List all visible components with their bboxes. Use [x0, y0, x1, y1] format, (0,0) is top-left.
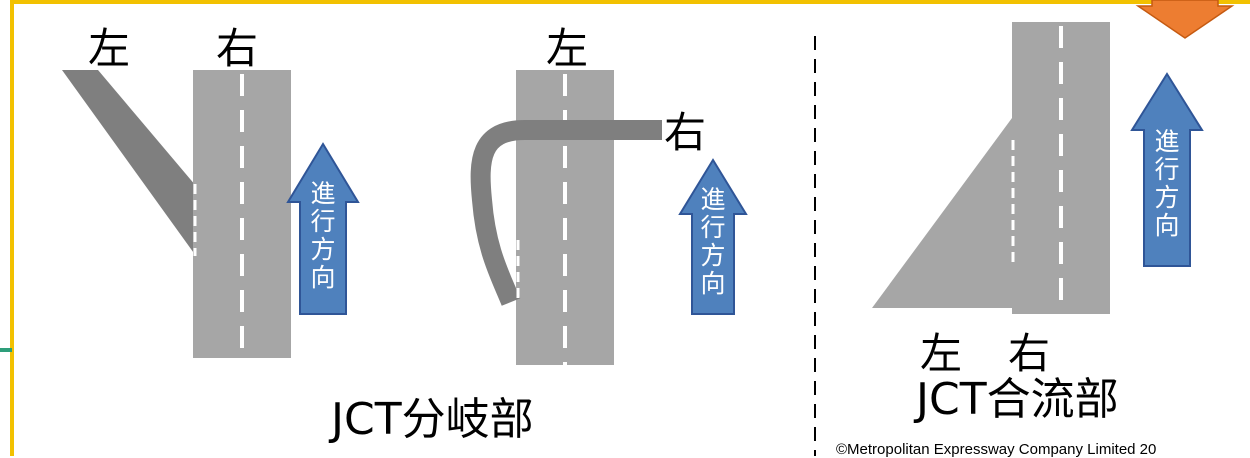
yellow-frame — [10, 0, 1250, 456]
copyright-notice: ©Metropolitan Expressway Company Limited… — [836, 441, 1157, 458]
direction-label-1: 進 行 方 向 — [310, 179, 336, 292]
branch-title: JCT分岐部 — [331, 394, 534, 445]
direction-arrow-2 — [678, 158, 748, 315]
left-label-3: 左 — [920, 329, 963, 378]
direction-arrow-1 — [286, 142, 360, 315]
merge-title: JCT合流部 — [916, 374, 1119, 425]
corner-down-arrow — [1135, 0, 1235, 39]
right-label-1: 右 — [216, 24, 259, 73]
direction-arrow-3 — [1130, 72, 1204, 267]
left-branch-ramp — [62, 70, 196, 256]
left-label-2: 左 — [546, 24, 589, 73]
direction-label-2: 進 行 方 向 — [700, 185, 726, 298]
merge-ramp — [872, 118, 1012, 308]
right-label-2: 右 — [664, 108, 707, 157]
loop-branch-ramp — [470, 120, 662, 306]
left-label-1: 左 — [88, 24, 131, 73]
direction-label-3: 進 行 方 向 — [1154, 127, 1180, 240]
right-label-3: 右 — [1008, 329, 1051, 378]
